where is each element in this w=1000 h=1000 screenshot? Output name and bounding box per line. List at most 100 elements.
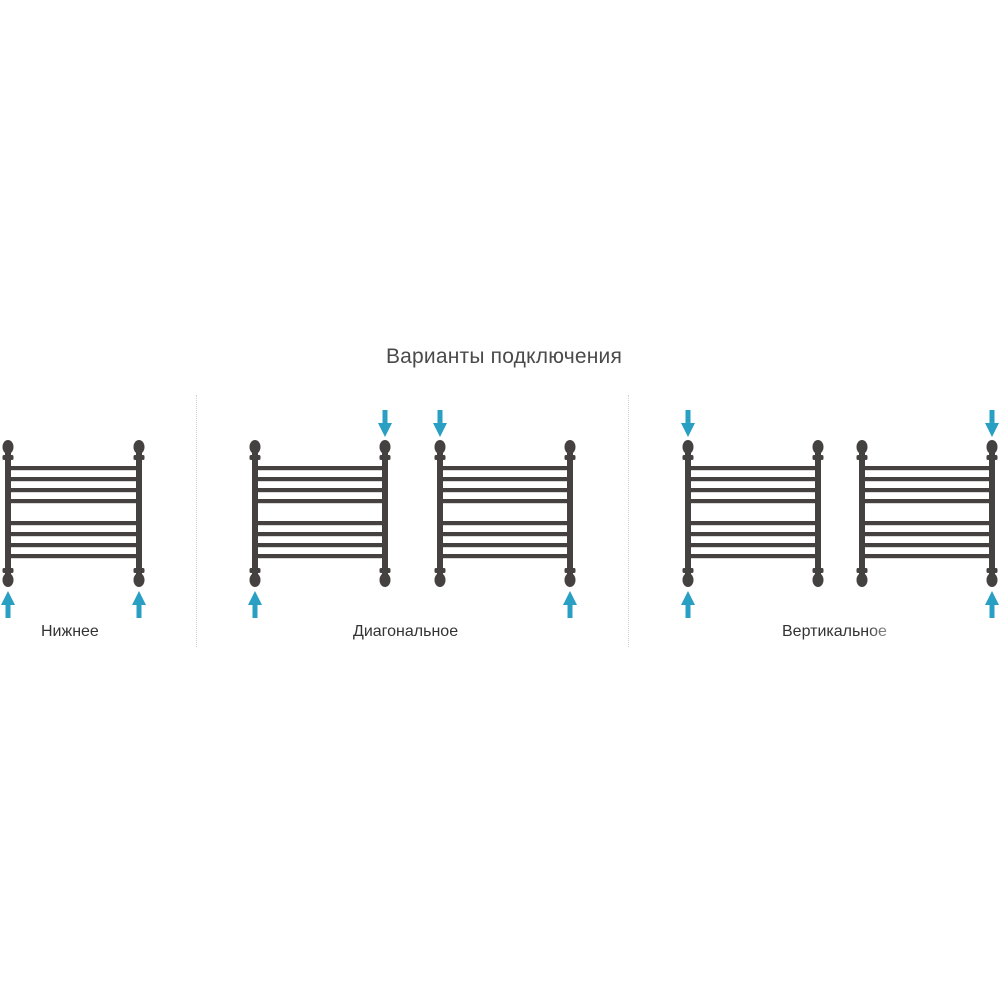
towel-radiator [434,440,576,587]
radiator-top-cap [812,440,824,454]
radiator-rung [440,488,570,493]
radiator-rung [255,521,385,526]
radiator-rung [8,488,139,493]
radiator-riser [5,448,11,582]
radiator-top-collar [434,455,446,460]
radiator-top-cap [856,440,868,454]
label-diagonal-connection: Диагональное [353,623,459,640]
radiator-rung [8,521,139,526]
radiator-bottom-cap [682,573,694,587]
arrow-head [563,591,577,605]
section-divider [628,395,629,647]
radiator-bottom-collar [133,568,145,573]
radiator-rung [8,532,139,537]
outflow-arrow-up-icon [985,591,999,618]
radiator-bottom-cap [133,573,145,587]
radiator-bottom-collar [249,568,261,573]
arrow-shaft [252,603,258,618]
towel-radiator [682,440,824,587]
radiator-bottom-collar [986,568,998,573]
radiator-top-cap [249,440,261,454]
radiator-bottom-collar [564,568,576,573]
radiator-top-cap [986,440,998,454]
radiator-rung [255,499,385,504]
radiator-top-collar [812,455,824,460]
radiator-bottom-cap [856,573,868,587]
radiator-rung [440,543,570,548]
outflow-arrow-up-icon [248,591,262,618]
radiator-rung [688,466,818,471]
towel-radiator [856,440,998,587]
radiator-top-cap [682,440,694,454]
arrow-shaft [5,603,11,618]
radiator-rung [688,532,818,537]
radiator-top-cap [434,440,446,454]
radiator-rung [862,477,992,482]
radiator-top-cap [379,440,391,454]
radiator-bottom-cap [564,573,576,587]
radiator-bottom-cap [812,573,824,587]
radiator-rung [255,466,385,471]
radiator-riser [567,448,573,582]
label-fade-overlay [868,620,1000,646]
radiator-rung [862,499,992,504]
diagram-title: Варианты подключения [385,345,623,368]
radiator-riser [815,448,821,582]
arrow-shaft [382,410,388,425]
radiator-bottom-collar [856,568,868,573]
radiator-rung [862,488,992,493]
radiator-top-collar [986,455,998,460]
radiator-bottom-cap [434,573,446,587]
radiator-bottom-collar [379,568,391,573]
radiator-rung [8,543,139,548]
radiator-rung [688,477,818,482]
radiator-top-collar [856,455,868,460]
arrow-head [681,591,695,605]
radiator-rung [255,554,385,559]
radiator-rung [8,477,139,482]
radiator-top-collar [682,455,694,460]
radiator-rung [440,554,570,559]
arrow-head [433,423,447,437]
radiator-rung [688,543,818,548]
radiator-rung [8,466,139,471]
radiator-rung [440,499,570,504]
arrow-head [985,591,999,605]
outflow-arrow-up-icon [563,591,577,618]
radiator-riser [252,448,258,582]
radiator-top-cap [564,440,576,454]
radiator-rung [688,554,818,559]
radiator-bottom-cap [379,573,391,587]
radiator-rung [862,543,992,548]
arrow-shaft [989,410,995,425]
radiator-riser [989,448,995,582]
radiator-top-collar [133,455,145,460]
label-vertical-connection: Вертикальное [782,623,887,640]
radiator-bottom-cap [249,573,261,587]
outflow-arrow-up-icon [132,591,146,618]
section-divider [196,395,197,647]
radiator-rung [862,521,992,526]
radiator-rung [862,554,992,559]
radiator-rung [255,543,385,548]
inflow-arrow-down-icon [378,410,392,437]
radiator-top-cap [133,440,145,454]
radiator-top-collar [249,455,261,460]
radiator-bottom-collar [682,568,694,573]
arrow-head [378,423,392,437]
arrow-shaft [136,603,142,618]
radiator-rung [255,488,385,493]
outflow-arrow-up-icon [681,591,695,618]
radiator-top-cap [2,440,14,454]
arrow-shaft [989,603,995,618]
arrow-shaft [685,410,691,425]
radiator-rung [440,477,570,482]
radiator-rung [862,532,992,537]
radiator-riser [382,448,388,582]
radiator-bottom-collar [434,568,446,573]
radiator-rung [688,488,818,493]
radiator-top-collar [2,455,14,460]
radiator-rung [255,477,385,482]
radiator-riser [685,448,691,582]
